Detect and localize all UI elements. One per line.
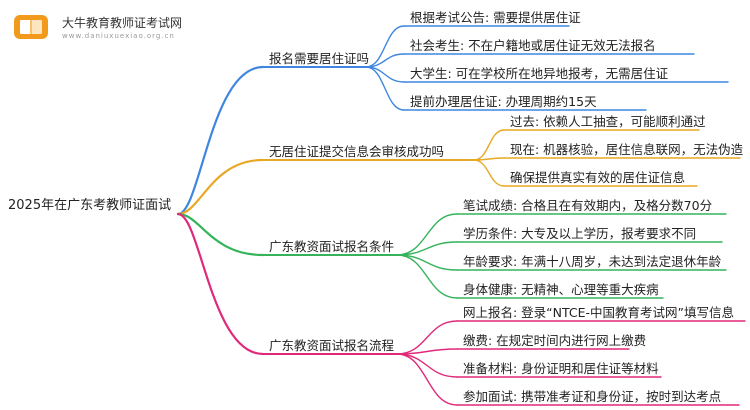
connector-branch-3-leaf-0 bbox=[396, 320, 458, 355]
connector-branch-0-leaf-0 bbox=[365, 25, 405, 68]
connector-root-branch-3 bbox=[176, 212, 265, 356]
leaf-education: 学历条件: 大专及以上学历，报考要求不同 bbox=[463, 226, 697, 241]
connector-branch-2-leaf-0 bbox=[396, 213, 458, 256]
logo-icon bbox=[8, 12, 54, 46]
connector-root-branch-0 bbox=[176, 65, 265, 216]
leaf-materials: 准备材料: 身份证明和居住证等材料 bbox=[463, 361, 659, 376]
leaf-provide-valid-permit: 确保提供真实有效的居住证信息 bbox=[510, 170, 686, 185]
leaf-social-candidates: 社会考生: 不在户籍地或居住证无效无法报名 bbox=[410, 38, 656, 53]
connector-branch-3-leaf-3 bbox=[396, 353, 458, 406]
logo-title: 大牛教育教师证考试网 bbox=[62, 16, 183, 30]
branch-process: 广东教资面试报名流程 bbox=[269, 338, 395, 353]
logo-url: www.daniuxuexiao.org.cn bbox=[62, 32, 175, 40]
connector-branch-0-leaf-3 bbox=[365, 66, 405, 111]
leaf-exam-notice: 根据考试公告: 需要提供居住证 bbox=[410, 10, 581, 25]
leaf-payment: 缴费: 在规定时间内进行网上缴费 bbox=[463, 333, 647, 348]
branch-conditions: 广东教资面试报名条件 bbox=[269, 239, 395, 254]
branch-review-without-permit: 无居住证提交信息会审核成功吗 bbox=[269, 144, 445, 159]
leaf-apply-early: 提前办理居住证: 办理周期约15天 bbox=[410, 94, 597, 109]
connector-branch-2-leaf-1 bbox=[396, 241, 458, 256]
leaf-health: 身体健康: 无精神、心理等重大疾病 bbox=[463, 282, 659, 297]
connector-branch-1-leaf-0 bbox=[473, 129, 505, 161]
connector-root-branch-2 bbox=[176, 212, 265, 257]
leaf-past-review: 过去: 依赖人工抽查，可能顺利通过 bbox=[510, 114, 706, 129]
leaf-college-students: 大学生: 可在学校所在地异地报考，无需居住证 bbox=[410, 66, 669, 81]
connector-branch-1-leaf-2 bbox=[473, 159, 505, 187]
connector-branch-3-leaf-1 bbox=[396, 348, 458, 355]
leaf-written-score: 笔试成绩: 合格且在有效期内，及格分数70分 bbox=[463, 198, 713, 213]
leaf-attend-interview: 参加面试: 携带准考证和身份证，按时到达考点 bbox=[463, 389, 722, 404]
connector-branch-3-leaf-2 bbox=[396, 353, 458, 378]
leaf-current-review: 现在: 机器核验，居住信息联网，无法伪造 bbox=[510, 142, 744, 157]
leaf-online-registration: 网上报名: 登录“NTCE-中国教育考试网”填写信息 bbox=[463, 305, 735, 320]
branch-residence-permit: 报名需要居住证吗 bbox=[269, 51, 370, 66]
connector-root-branch-1 bbox=[176, 158, 265, 216]
root-topic: 2025年在广东考教师证面试 bbox=[8, 198, 172, 213]
connector-branch-2-leaf-3 bbox=[396, 254, 458, 299]
leaf-age: 年龄要求: 年满十八周岁，未达到法定退休年龄 bbox=[463, 254, 722, 269]
